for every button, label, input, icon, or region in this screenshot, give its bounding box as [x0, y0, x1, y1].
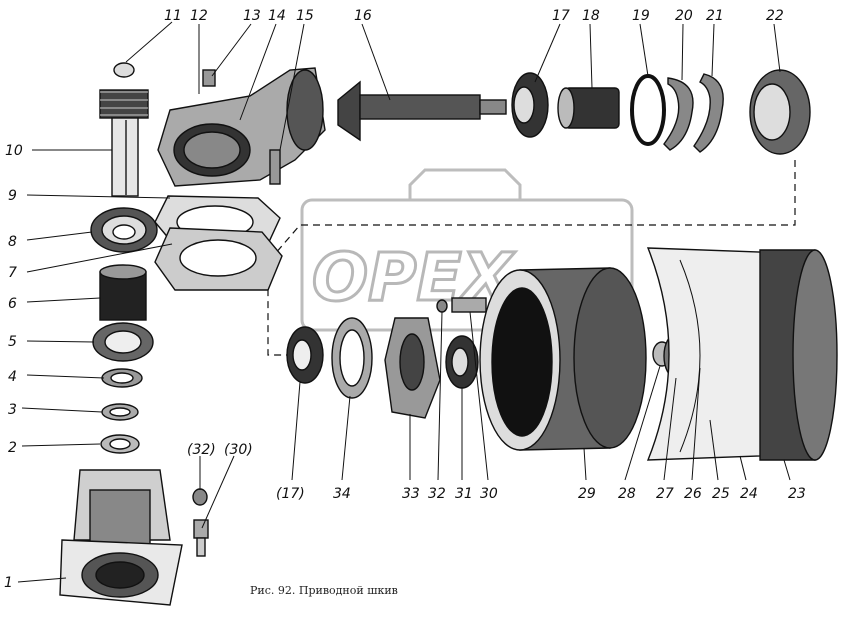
callout-16: 16	[354, 8, 372, 24]
part-14-angle-housing	[157, 67, 326, 187]
part-6-bushing	[99, 264, 147, 321]
part-5-bearing	[92, 322, 154, 362]
part-32-washer	[436, 299, 448, 313]
part-32-spring-washer-small	[192, 488, 208, 506]
part-16-shaft	[337, 80, 507, 142]
callout-19: 19	[632, 8, 650, 24]
part-10-gear-shaft	[99, 89, 149, 197]
callout-18: 18	[582, 8, 600, 24]
callout-7: 7	[8, 265, 17, 281]
callout-33: 33	[402, 486, 420, 502]
callout-labels: 1 2 3 4 5 6 7 8 9 10 11 12 13 14 15 16 1…	[4, 8, 806, 591]
callout-8: 8	[8, 234, 17, 250]
callout-28: 28	[618, 486, 636, 502]
callout-13: 13	[243, 8, 261, 24]
part-29-drum	[479, 267, 647, 451]
figure-caption: Рис. 92. Приводной шкив	[250, 584, 398, 597]
callout-10: 10	[5, 143, 23, 159]
callout-2: 2	[8, 440, 17, 456]
callout-34: 34	[333, 486, 351, 502]
callout-1: 1	[4, 575, 13, 591]
callout-11: 11	[164, 8, 182, 24]
part-31-bearing	[445, 335, 479, 389]
callout-12: 12	[190, 8, 208, 24]
callout-30: 30	[480, 486, 498, 502]
callout-15: 15	[296, 8, 314, 24]
callout-6: 6	[8, 296, 17, 312]
callout-31: 31	[455, 486, 473, 502]
part-11-cap	[113, 62, 135, 78]
callout-20: 20	[675, 8, 693, 24]
part-18-sleeve	[557, 87, 620, 129]
part-15-bolt	[269, 149, 281, 185]
part-22-hub	[749, 69, 811, 155]
callout-26: 26	[684, 486, 702, 502]
callout-24: 24	[740, 486, 758, 502]
part-3-washer	[101, 403, 139, 421]
callout-4: 4	[8, 369, 17, 385]
callout-21: 21	[706, 8, 724, 24]
part-8-bearing	[90, 207, 158, 253]
part-20-half-ring	[663, 77, 694, 151]
part-1-housing	[59, 469, 183, 606]
part-34-seal-plate	[331, 317, 373, 399]
callout-23: 23	[788, 486, 806, 502]
part-21-half-ring	[693, 73, 724, 153]
callout-29: 29	[578, 486, 596, 502]
leader-lines	[17, 21, 791, 583]
callout-3: 3	[8, 402, 17, 418]
part-23-brake-drum	[759, 249, 838, 461]
part-4-washer	[101, 368, 143, 388]
callout-27: 27	[656, 486, 674, 502]
part-7-gasket	[154, 227, 283, 291]
callout-32: 32	[428, 486, 446, 502]
callout-30-repeat: (30)	[224, 442, 253, 458]
part-17-bearing-repeat	[286, 326, 324, 384]
part-30-bolt-small	[193, 519, 209, 557]
part-33-cover	[384, 317, 441, 419]
callout-25: 25	[712, 486, 730, 502]
callout-5: 5	[8, 334, 17, 350]
callout-32-repeat: (32)	[187, 442, 216, 458]
callout-17-repeat: (17)	[276, 486, 305, 502]
part-2-washer	[100, 434, 140, 454]
assembly-path-lines	[267, 160, 796, 356]
callout-22: 22	[766, 8, 784, 24]
part-17-bearing	[511, 72, 549, 138]
part-30-bolt	[451, 297, 487, 313]
part-13-fitting	[202, 69, 216, 87]
callout-14: 14	[268, 8, 286, 24]
part-19-ring	[630, 74, 666, 146]
callout-9: 9	[8, 188, 17, 204]
callout-17: 17	[552, 8, 570, 24]
